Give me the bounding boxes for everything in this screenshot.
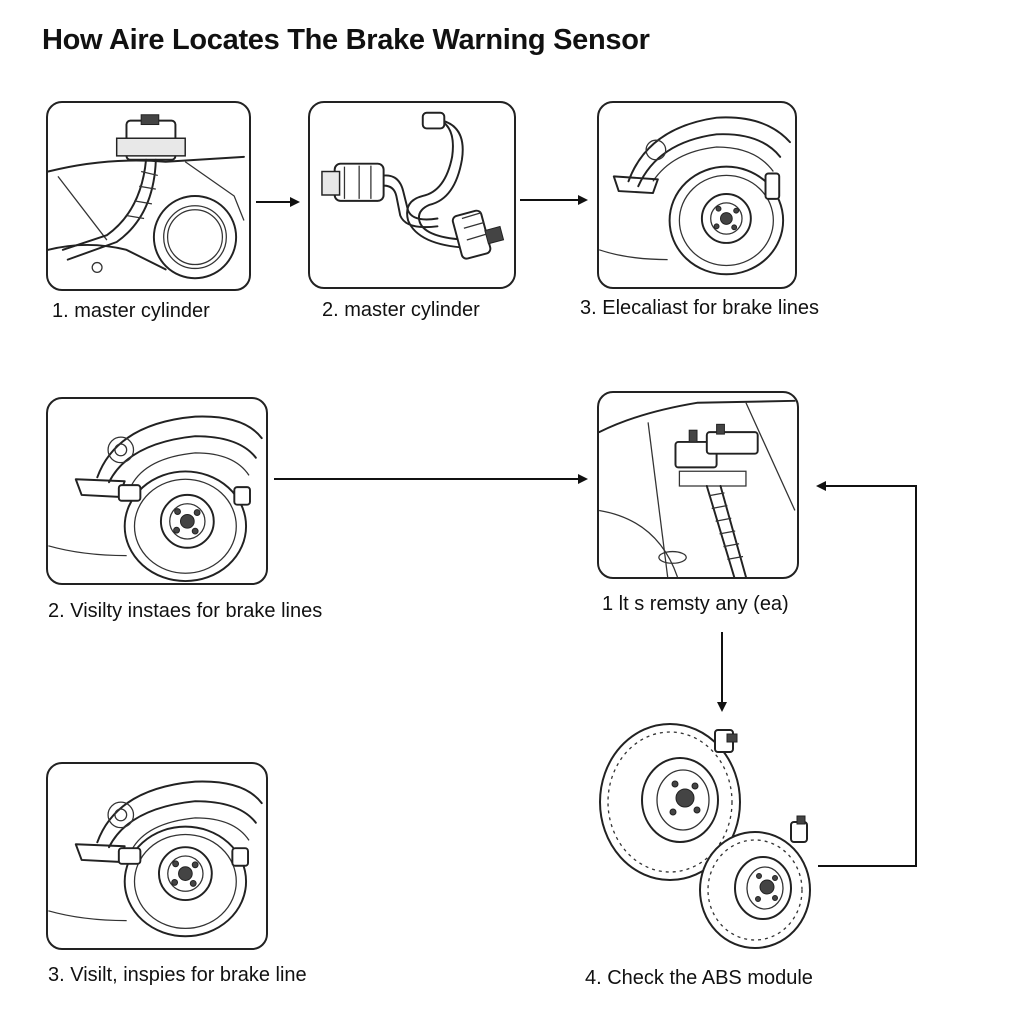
step-caption-3: 3. Elecaliast for brake lines: [580, 297, 820, 319]
wiring-harness-connector-illustration: [308, 101, 516, 289]
step-caption-7: 4. Check the ABS module: [585, 967, 813, 989]
step-caption-5: 1 lt s remsty any (ea): [602, 593, 789, 615]
wheel-fender-illustration: [46, 762, 268, 950]
step-caption-1: 1. master cylinder: [52, 300, 210, 322]
step-caption-2: 2. master cylinder: [322, 299, 480, 321]
arrow-rotors-loop-back: [816, 481, 917, 867]
step-caption-4: 2. Visilty instaes for brake lines: [48, 600, 323, 622]
step-caption-6: 3. Visilt, inspies for brake line: [48, 964, 307, 986]
wheel-fender-illustration: [46, 397, 268, 585]
brake-rotors-illustration: [595, 712, 825, 952]
strut-sensor-illustration: [597, 391, 799, 579]
wheel-caliper-illustration: [597, 101, 797, 289]
master-cylinder-illustration: [46, 101, 251, 291]
diagram-title: How Aire Locates The Brake Warning Senso…: [42, 24, 650, 56]
